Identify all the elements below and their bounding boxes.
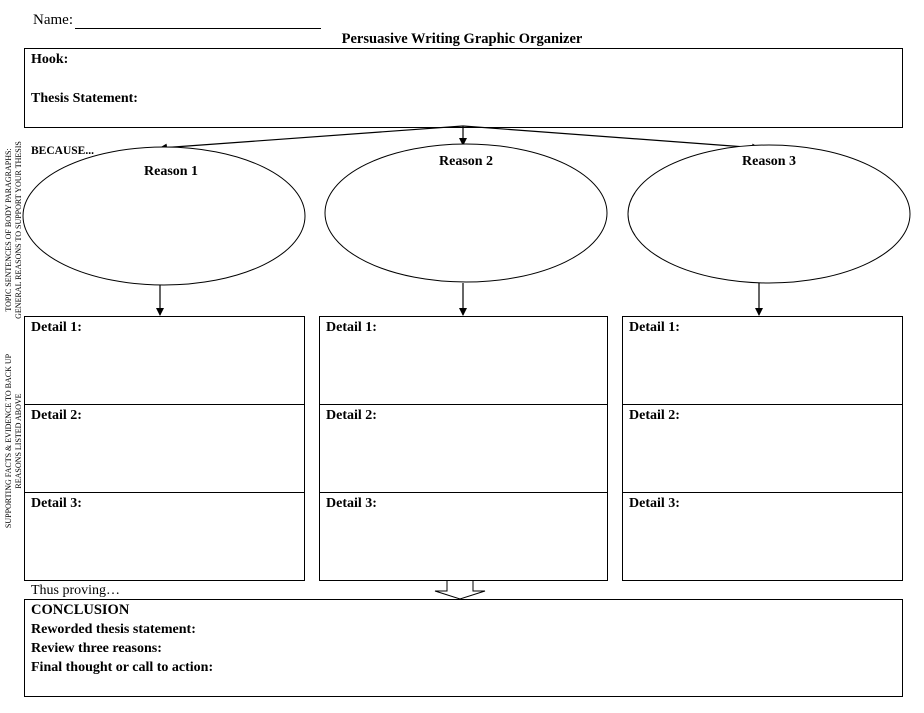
hook-thesis-box[interactable]: Hook: Thesis Statement: — [24, 48, 903, 128]
detail-2-box-col-1[interactable]: Detail 2: — [24, 404, 305, 493]
reason-1-label: Reason 1 — [144, 164, 199, 179]
detail-1-label: Detail 1: — [629, 320, 680, 335]
reason-3-ellipse — [627, 144, 911, 284]
detail-2-label: Detail 2: — [326, 408, 377, 423]
conclusion-title: CONCLUSION — [31, 602, 130, 618]
detail-1-box-col-2[interactable]: Detail 1: — [319, 316, 608, 405]
review-three-reasons-label: Review three reasons: — [31, 641, 162, 656]
detail-2-box-col-3[interactable]: Detail 2: — [622, 404, 903, 493]
detail-2-box-col-2[interactable]: Detail 2: — [319, 404, 608, 493]
name-blank-line[interactable] — [74, 14, 321, 29]
thesis-statement-label: Thesis Statement: — [31, 91, 138, 106]
detail-3-box-col-3[interactable]: Detail 3: — [622, 492, 903, 581]
because-label: BECAUSE... — [31, 145, 94, 157]
page-title: Persuasive Writing Graphic Organizer — [341, 31, 583, 47]
thus-proving-label: Thus proving… — [31, 583, 121, 598]
detail-2-label: Detail 2: — [629, 408, 680, 423]
reason-3-label: Reason 3 — [742, 154, 797, 169]
detail-3-label: Detail 3: — [629, 496, 680, 511]
detail-1-box-col-3[interactable]: Detail 1: — [622, 316, 903, 405]
reason-2-label: Reason 2 — [439, 154, 494, 169]
reason-2-ellipse — [324, 143, 608, 283]
detail-3-box-col-1[interactable]: Detail 3: — [24, 492, 305, 581]
arrow-to-reason-3 — [462, 125, 760, 152]
detail-column-1 — [24, 316, 305, 581]
detail-1-label: Detail 1: — [31, 320, 82, 335]
detail-2-label: Detail 2: — [31, 408, 82, 423]
hook-label: Hook: — [31, 52, 69, 67]
arrow-to-reason-1 — [159, 125, 464, 152]
reason-1-ellipse — [22, 146, 306, 286]
final-thought-label: Final thought or call to action: — [31, 660, 214, 675]
conclusion-box[interactable]: CONCLUSION Reworded thesis statement: Re… — [24, 599, 903, 697]
detail-1-label: Detail 1: — [326, 320, 377, 335]
detail-3-label: Detail 3: — [326, 496, 377, 511]
detail-3-box-col-2[interactable]: Detail 3: — [319, 492, 608, 581]
reworded-thesis-label: Reworded thesis statement: — [31, 622, 196, 637]
detail-1-box-col-1[interactable]: Detail 1: — [24, 316, 305, 405]
detail-3-label: Detail 3: — [31, 496, 82, 511]
name-label: Name: — [33, 12, 73, 28]
name-row: Name: — [33, 12, 321, 29]
